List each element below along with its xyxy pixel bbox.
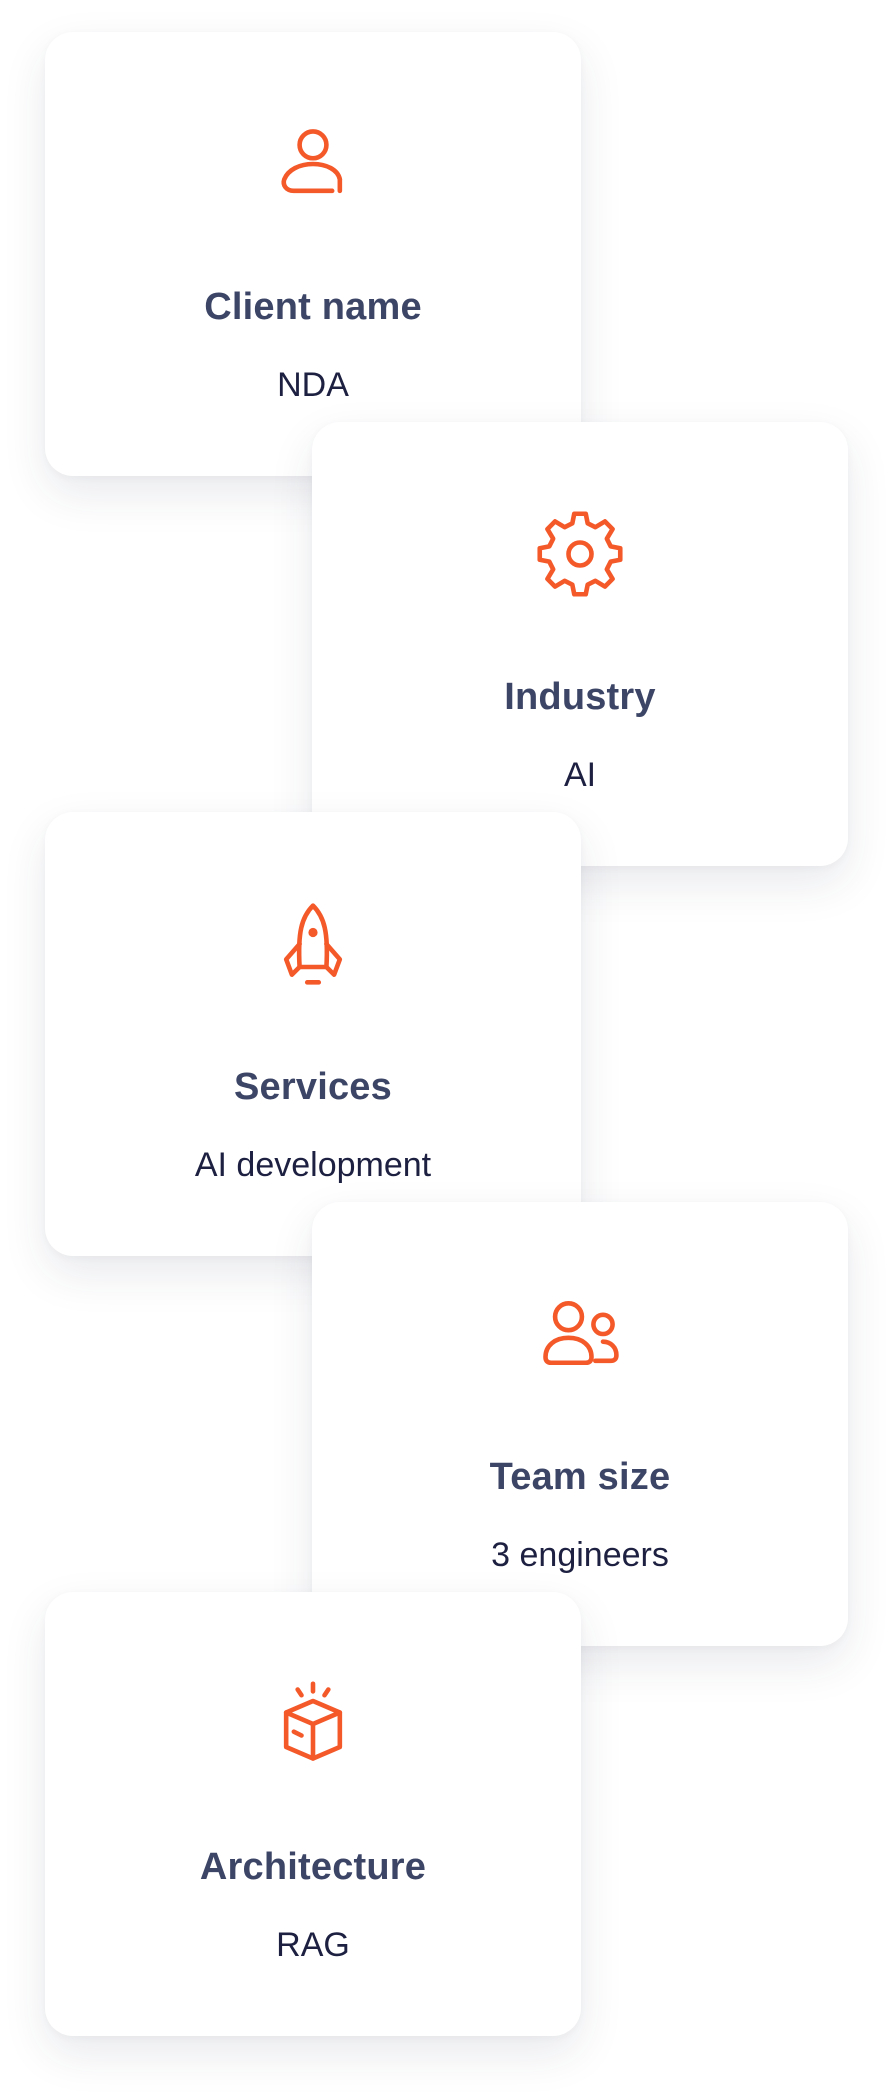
card-title: Services <box>234 1066 392 1108</box>
card-value: RAG <box>276 1926 350 1964</box>
card-value: 3 engineers <box>491 1536 669 1574</box>
card-title: Client name <box>204 286 422 328</box>
card-industry: Industry AI <box>312 422 848 866</box>
card-title: Architecture <box>199 1846 427 1888</box>
card-title: Team size <box>489 1456 671 1498</box>
card-value: NDA <box>277 366 349 404</box>
card-services: Services AI development <box>45 812 581 1256</box>
rocket-icon <box>265 896 361 992</box>
box-icon <box>265 1676 361 1772</box>
users-icon <box>532 1286 628 1382</box>
card-value: AI <box>563 756 597 794</box>
gear-icon <box>532 506 628 602</box>
user-icon <box>265 116 361 212</box>
card-value: AI development <box>194 1146 432 1184</box>
card-team-size: Team size 3 engineers <box>312 1202 848 1646</box>
card-architecture: Architecture RAG <box>45 1592 581 2036</box>
card-client-name: Client name NDA <box>45 32 581 476</box>
card-title: Industry <box>504 676 656 718</box>
